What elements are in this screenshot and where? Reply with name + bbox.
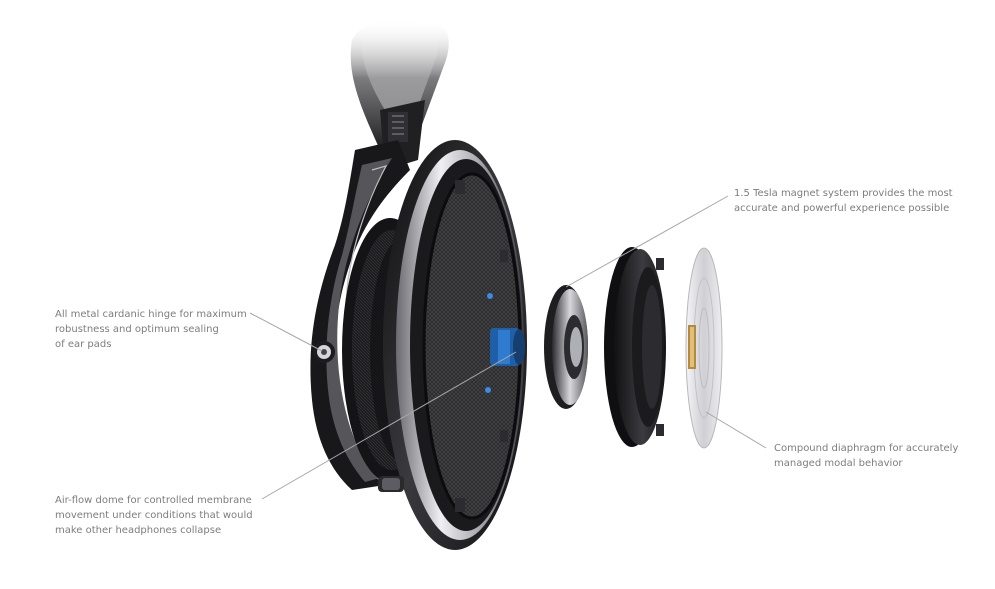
callout-magnet-line: 1.5 Tesla magnet system provides the mos… <box>734 188 953 199</box>
diaphragm-icon <box>685 247 723 449</box>
leader-line-dome <box>261 351 517 500</box>
callout-magnet: 1.5 Tesla magnet system provides the mos… <box>734 186 953 216</box>
callout-magnet-line: accurate and powerful experience possibl… <box>734 203 950 214</box>
callout-diaphragm: Compound diaphragm for accurately manage… <box>774 441 958 471</box>
callout-dome-line: make other headphones collapse <box>55 525 222 536</box>
knob-icon <box>378 476 404 492</box>
callout-hinge-line: robustness and optimum sealing <box>55 324 219 335</box>
callout-dome: Air-flow dome for controlled membrane mo… <box>55 493 253 538</box>
callout-dome-line: movement under conditions that would <box>55 510 253 521</box>
callout-dome-line: Air-flow dome for controlled membrane <box>55 495 252 506</box>
driver-housing-icon <box>604 247 666 447</box>
callout-hinge: All metal cardanic hinge for maximum rob… <box>55 307 247 352</box>
leader-line-magnet <box>565 195 729 288</box>
earcup-icon <box>342 140 527 550</box>
leader-lines <box>249 195 767 500</box>
callout-hinge-line: All metal cardanic hinge for maximum <box>55 309 247 320</box>
leader-line-hinge <box>249 312 323 352</box>
callout-diaphragm-line: managed modal behavior <box>774 458 903 469</box>
callout-hinge-line: of ear pads <box>55 339 112 350</box>
magnet-ring-icon <box>544 285 588 409</box>
callout-diaphragm-line: Compound diaphragm for accurately <box>774 443 959 454</box>
leader-line-diaphragm <box>705 411 767 449</box>
hinge-bolt-icon <box>313 341 335 363</box>
